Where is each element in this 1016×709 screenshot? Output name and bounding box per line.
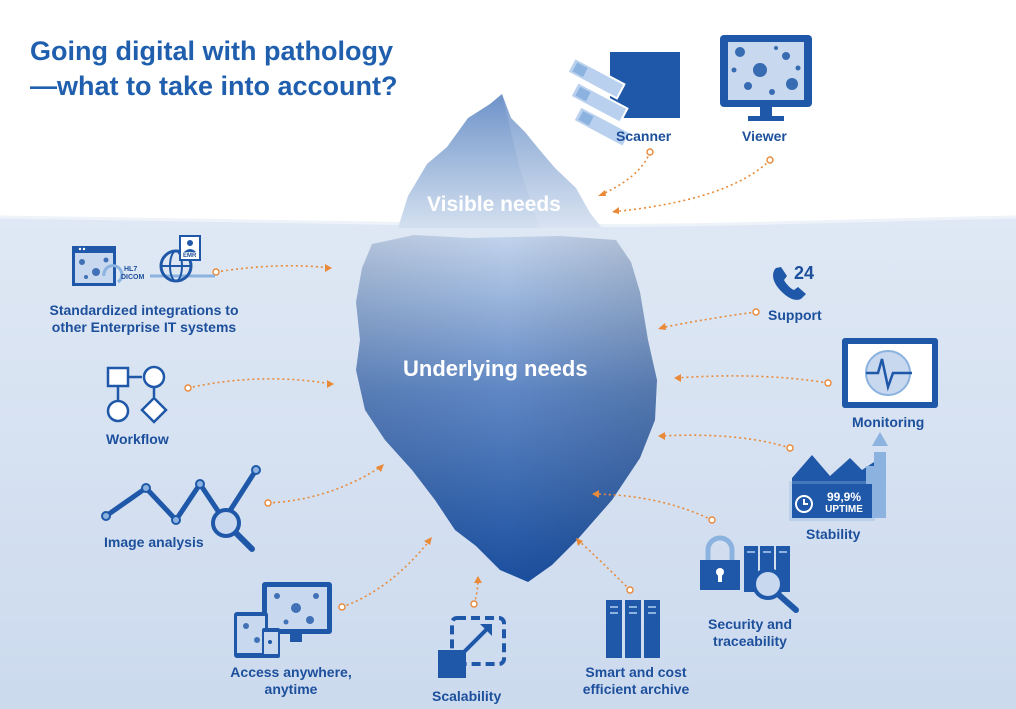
uptime-label: UPTIME	[825, 504, 863, 515]
dicom-badge: DICOM	[121, 274, 145, 281]
connector-arrowheads	[325, 190, 681, 583]
arrow-image-analysis	[267, 465, 383, 504]
devices-icon	[234, 582, 332, 658]
security-label-line-1: Security and	[707, 616, 793, 632]
arrow-workflow	[187, 378, 333, 389]
security-label-line-2: traceability	[713, 633, 787, 649]
arrow-access	[341, 539, 431, 608]
security-icon	[700, 535, 799, 613]
visible-needs-label: Visible needs	[427, 193, 561, 216]
arrow-integrations	[215, 264, 331, 273]
integrations-label-line-2: other Enterprise IT systems	[51, 319, 237, 335]
archive-icon	[606, 600, 660, 658]
scanner-icon	[566, 52, 680, 149]
arrow-scanner	[597, 151, 651, 197]
page-title-line-2: —what to take into account?	[30, 71, 398, 101]
archive-label-line-2: efficient archive	[582, 681, 690, 697]
scalability-label: Scalability	[432, 688, 502, 704]
phone-icon	[773, 267, 806, 300]
connector-arrows	[187, 151, 829, 608]
image-analysis-label: Image analysis	[104, 534, 204, 550]
monitoring-icon	[842, 338, 938, 408]
access-label-line-2: anytime	[264, 681, 318, 697]
workflow-label: Workflow	[106, 431, 169, 447]
arrow-archive	[577, 539, 631, 591]
scanner-label: Scanner	[616, 128, 672, 144]
underlying-needs-label: Underlying needs	[403, 356, 588, 381]
archive-label-line-1: Smart and cost	[585, 664, 687, 680]
support-hours-badge: 24	[794, 263, 815, 283]
stability-label: Stability	[806, 526, 861, 542]
stability-chart-icon	[789, 432, 888, 521]
connector-dots	[184, 148, 832, 611]
arrow-viewer	[611, 159, 771, 213]
access-label-line-1: Access anywhere,	[230, 664, 352, 680]
integrations-label-line-1: Standardized integrations to	[49, 302, 239, 318]
arrow-monitoring	[675, 375, 829, 384]
emr-badge: EMR	[183, 253, 197, 259]
workflow-icon	[106, 365, 168, 424]
support-label: Support	[768, 307, 822, 323]
integration-icon	[72, 235, 215, 286]
page-title-line-1: Going digital with pathology	[30, 36, 393, 66]
viewer-monitor-icon	[720, 35, 812, 121]
iceberg-tip	[398, 94, 602, 228]
hl7-badge: HL7	[124, 266, 138, 273]
image-analysis-icon	[101, 465, 261, 552]
uptime-value: 99,9%	[826, 490, 862, 504]
monitoring-label: Monitoring	[852, 414, 925, 430]
scalability-icon	[438, 616, 506, 678]
viewer-label: Viewer	[742, 128, 787, 144]
